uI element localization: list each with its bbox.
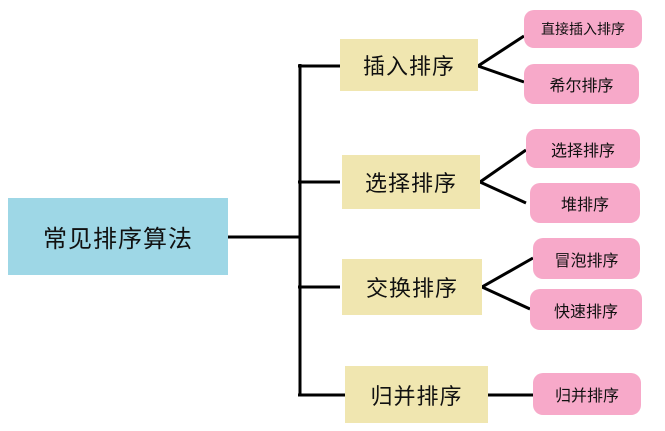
category-exchange-sort: 交换排序 xyxy=(342,259,482,315)
leaf-heap-sort: 堆排序 xyxy=(530,183,640,223)
leaf-direct-insertion-sort: 直接插入排序 xyxy=(524,10,642,48)
category-merge-sort: 归并排序 xyxy=(345,366,488,423)
category-label: 交换排序 xyxy=(365,277,458,302)
category-label: 归并排序 xyxy=(370,384,463,410)
leaf-shell-sort: 希尔排序 xyxy=(524,64,639,104)
leaf-label: 冒泡排序 xyxy=(554,250,619,270)
category-label: 插入排序 xyxy=(362,55,455,80)
category-insert-sort: 插入排序 xyxy=(340,39,478,91)
leaf-label: 直接插入排序 xyxy=(541,22,625,38)
leaf-label: 堆排序 xyxy=(560,195,609,214)
leaf-label: 选择排序 xyxy=(550,140,615,160)
leaf-merge-sort: 归并排序 xyxy=(533,373,641,415)
category-label: 选择排序 xyxy=(364,172,457,197)
leaf-lines-insert xyxy=(474,34,525,84)
leaf-selection-sort: 选择排序 xyxy=(526,129,640,168)
leaf-lines-exchange xyxy=(478,256,534,311)
root-label: 常见排序算法 xyxy=(43,225,193,253)
leaf-bubble-sort: 冒泡排序 xyxy=(533,238,640,279)
root-node: 常见排序算法 xyxy=(8,198,228,275)
category-select-sort: 选择排序 xyxy=(342,155,480,209)
leaf-label: 快速排序 xyxy=(553,301,618,321)
leaf-label: 希尔排序 xyxy=(549,76,614,95)
leaf-label: 归并排序 xyxy=(554,386,619,405)
leaf-lines-select xyxy=(476,148,527,205)
leaf-quick-sort: 快速排序 xyxy=(530,289,642,330)
